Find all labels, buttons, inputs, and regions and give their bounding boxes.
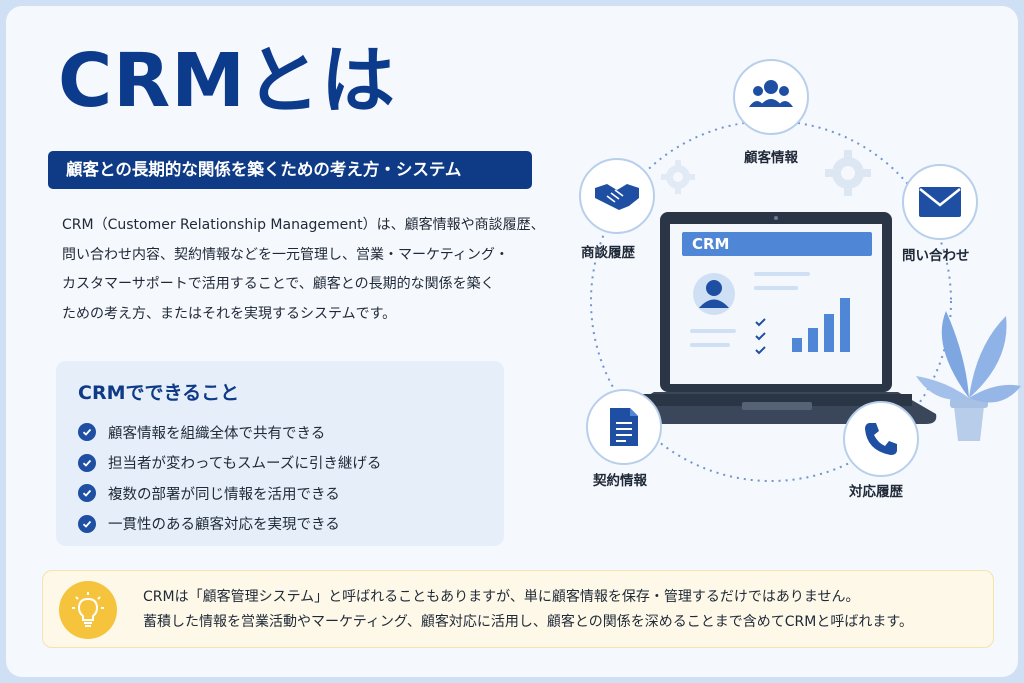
check-icon — [78, 453, 96, 472]
check-icon — [78, 423, 96, 442]
description: CRM（Customer Relationship Management）は、顧… — [62, 211, 562, 329]
feature-text: 担当者が変わってもスムーズに引き継げる — [108, 456, 382, 473]
note-box: CRMは「顧客管理システム」と呼ばれることもありますが、単に顧客情報を保存・管理… — [42, 570, 994, 648]
description-line: カスタマーサポートで活用することで、顧客との長期的な関係を築く — [62, 276, 495, 292]
feature-text: 一貫性のある顧客対応を実現できる — [108, 517, 340, 534]
description-line: CRM（Customer Relationship Management）は、顧… — [62, 217, 545, 233]
screen-label: CRM — [692, 235, 730, 253]
node-negotiation-label: 商談履歴 — [581, 245, 635, 261]
node-customer-label: 顧客情報 — [744, 150, 798, 166]
note-line: 蓄積した情報を営業活動やマーケティング、顧客対応に活用し、顧客との関係を深めるこ… — [143, 614, 913, 630]
check-icon — [78, 484, 96, 503]
lightbulb-icon — [59, 581, 117, 639]
node-inquiry-label: 問い合わせ — [902, 248, 970, 264]
gear-icon — [825, 150, 871, 196]
features-title: CRMでできること — [78, 382, 240, 404]
note-line: CRMは「顧客管理システム」と呼ばれることもありますが、単に顧客情報を保存・管理… — [143, 589, 860, 605]
node-contract — [586, 389, 662, 465]
node-customer — [733, 59, 809, 135]
crm-diagram: CRM 顧客情報 問い合わせ 商談履歴 — [566, 46, 1024, 516]
feature-item: 複数の部署が同じ情報を活用できる — [78, 478, 381, 509]
plant-icon — [916, 311, 1021, 441]
document-icon — [610, 408, 638, 446]
features-list: 顧客情報を組織全体で共有できる 担当者が変わってもスムーズに引き継げる 複数の部… — [78, 417, 381, 539]
feature-item: 担当者が変わってもスムーズに引き継げる — [78, 448, 381, 479]
description-line: ための考え方、またはそれを実現するシステムです。 — [62, 305, 397, 322]
people-icon — [749, 80, 793, 107]
laptop-icon — [615, 212, 937, 424]
gear-icon — [661, 160, 695, 194]
feature-text: 複数の部署が同じ情報を活用できる — [108, 486, 340, 503]
envelope-icon — [919, 187, 961, 217]
feature-item: 顧客情報を組織全体で共有できる — [78, 417, 381, 448]
page-title: CRMとは — [58, 38, 396, 124]
phone-icon — [865, 423, 897, 455]
check-icon — [78, 514, 96, 533]
feature-item: 一貫性のある顧客対応を実現できる — [78, 509, 381, 540]
feature-text: 顧客情報を組織全体で共有できる — [108, 425, 326, 442]
features-panel: CRMでできること 顧客情報を組織全体で共有できる 担当者が変わってもスムーズに… — [56, 361, 504, 546]
diagram-graphics — [590, 120, 1021, 482]
note-text: CRMは「顧客管理システム」と呼ばれることもありますが、単に顧客情報を保存・管理… — [143, 585, 913, 635]
subtitle-banner: 顧客との長期的な関係を築くための考え方・システム — [48, 151, 532, 189]
description-line: 問い合わせ内容、契約情報などを一元管理し、営業・マーケティング・ — [62, 246, 509, 263]
node-support-label: 対応履歴 — [849, 484, 903, 500]
node-support — [843, 401, 919, 477]
node-negotiation — [579, 158, 655, 234]
handshake-icon — [595, 184, 639, 210]
node-inquiry — [902, 164, 978, 240]
node-contract-label: 契約情報 — [593, 473, 647, 489]
infographic-card: CRMとは 顧客との長期的な関係を築くための考え方・システム CRM（Custo… — [6, 6, 1021, 677]
